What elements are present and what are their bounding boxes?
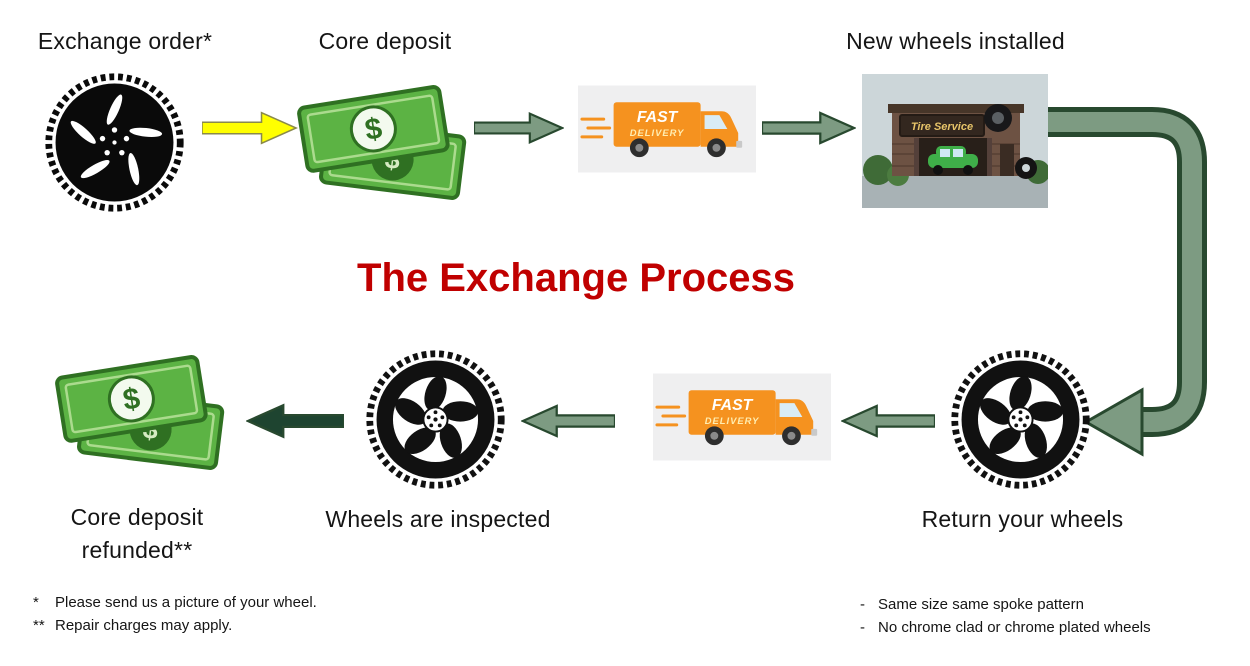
step-label-core-deposit-refunded: Core deposit refunded** xyxy=(28,504,246,564)
footnote-text: Please send us a picture of your wheel. xyxy=(55,594,317,611)
tire-service-shop-icon: Tire Service xyxy=(862,74,1048,208)
refunded-line1: Core deposit xyxy=(70,504,204,530)
truck-text-delivery: DELIVERY xyxy=(630,127,685,138)
return-wheel-icon xyxy=(951,350,1090,489)
truck-text-fast: FAST xyxy=(637,109,679,126)
footnote: - Same size same spoke pattern xyxy=(860,596,1240,614)
black-wheel-icon xyxy=(45,73,184,212)
footnote: ** Repair charges may apply. xyxy=(33,617,453,635)
footnotes-left: * Please send us a picture of your wheel… xyxy=(33,594,453,640)
footnote: * Please send us a picture of your wheel… xyxy=(33,594,453,612)
step-label-core-deposit: Core deposit xyxy=(318,28,452,54)
shop-sign-text: Tire Service xyxy=(911,121,973,133)
green-arrow-icon xyxy=(521,404,615,438)
step-label-return-your-wheels: Return your wheels xyxy=(921,506,1124,532)
footnote-marker: * xyxy=(33,594,39,611)
curved-arrow-icon xyxy=(1048,107,1207,457)
money-refund-icon: $ $ xyxy=(55,355,225,470)
dark-green-arrow-icon xyxy=(246,403,344,439)
footnote: - No chrome clad or chrome plated wheels xyxy=(860,619,1240,637)
green-arrow-icon xyxy=(474,111,564,145)
dollar-sign: $ xyxy=(363,112,385,147)
yellow-arrow-icon xyxy=(202,111,298,145)
footnote-marker: ** xyxy=(33,617,45,634)
diagram-title: The Exchange Process xyxy=(357,256,795,300)
footnote-marker: - xyxy=(860,596,865,613)
inspected-wheel-icon xyxy=(366,350,505,489)
footnote-text: No chrome clad or chrome plated wheels xyxy=(878,619,1151,636)
footnote-text: Same size same spoke pattern xyxy=(878,596,1084,613)
step-label-exchange-order: Exchange order* xyxy=(37,28,213,54)
step-label-wheels-are-inspected: Wheels are inspected xyxy=(325,506,551,532)
step-label-new-wheels-installed: New wheels installed xyxy=(846,28,1065,54)
truck-text-delivery: DELIVERY xyxy=(705,415,760,426)
delivery-truck-icon: FAST DELIVERY xyxy=(578,85,756,173)
footnote-marker: - xyxy=(860,619,865,636)
green-arrow-icon xyxy=(841,404,935,438)
money-icon: $ $ xyxy=(297,85,467,200)
footnote-text: Repair charges may apply. xyxy=(55,617,233,634)
delivery-truck-icon: FAST DELIVERY xyxy=(653,373,831,461)
refunded-line2: refunded** xyxy=(81,537,193,563)
green-arrow-icon xyxy=(762,111,856,145)
dollar-sign: $ xyxy=(121,382,143,417)
truck-text-fast: FAST xyxy=(712,397,754,414)
footnotes-right: - Same size same spoke pattern - No chro… xyxy=(860,596,1240,642)
